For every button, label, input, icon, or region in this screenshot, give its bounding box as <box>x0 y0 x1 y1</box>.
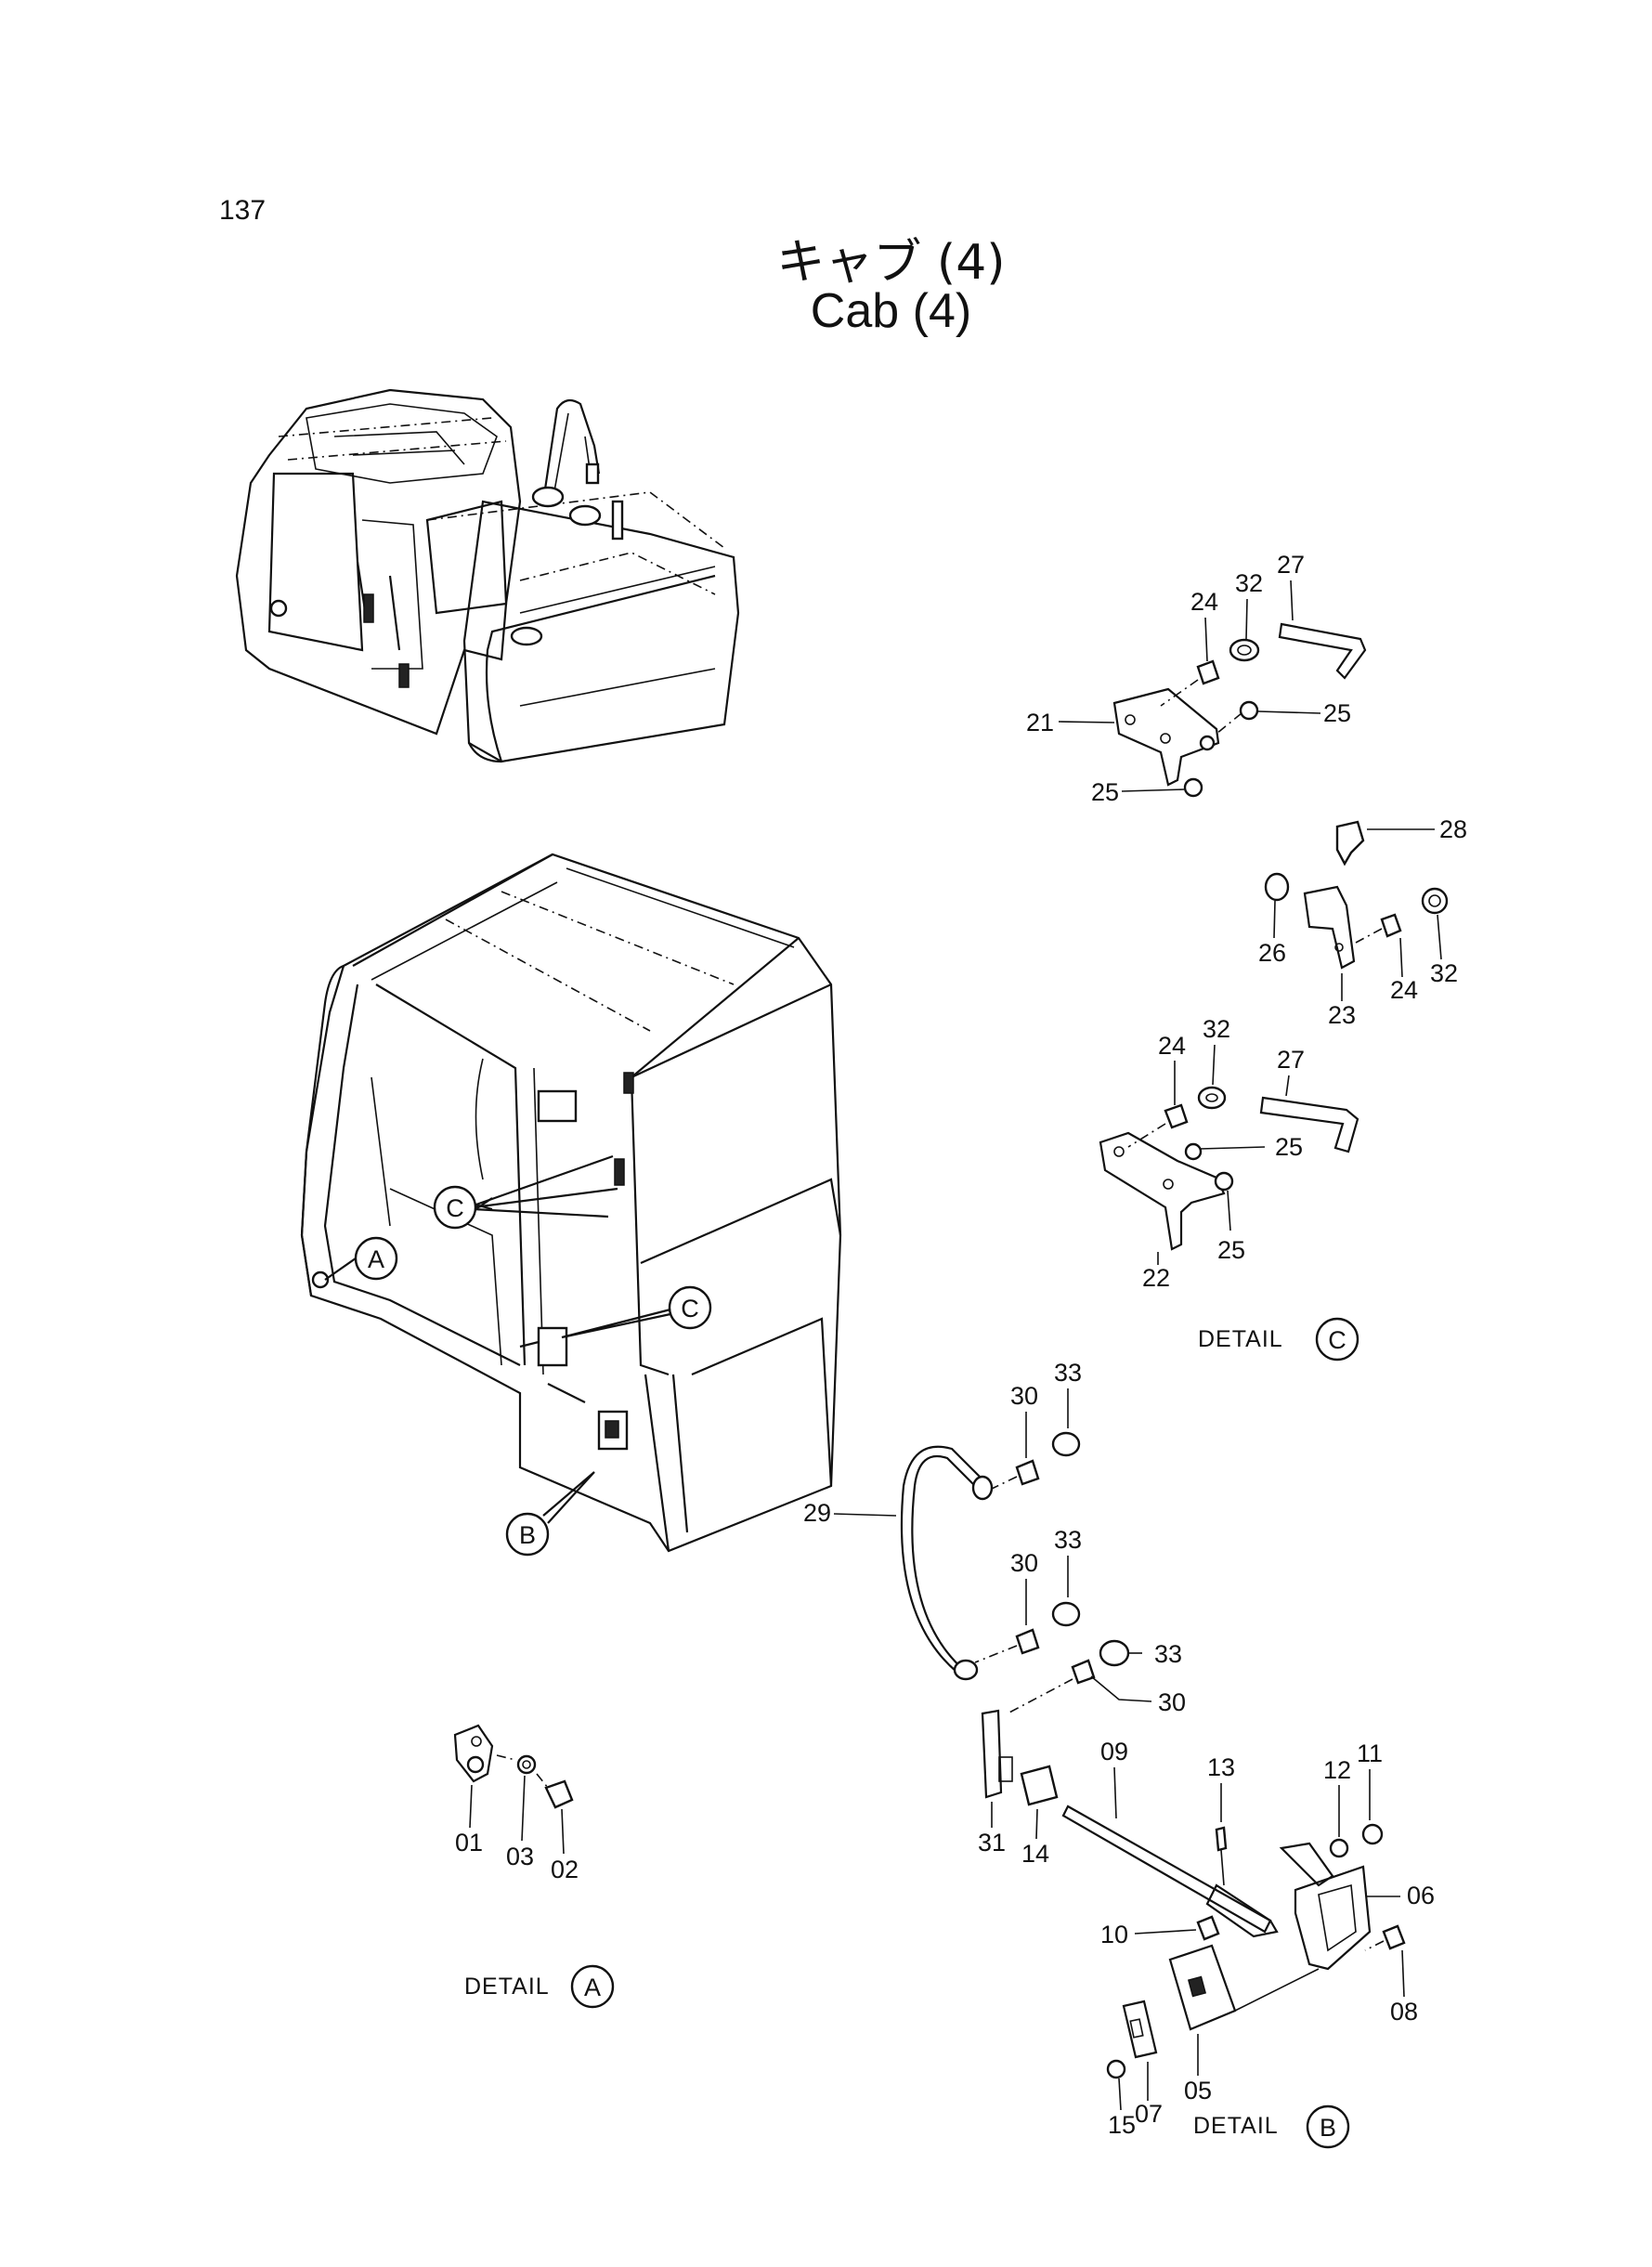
part-label-24: 24 <box>1190 588 1218 616</box>
part-label-24-c2: 24 <box>1390 976 1418 1004</box>
part-label-31: 31 <box>978 1829 1006 1857</box>
detail-a-group: 01 03 02 <box>453 1724 579 1883</box>
part-label-25-a: 25 <box>1323 699 1351 727</box>
part-label-24-c3: 24 <box>1158 1032 1186 1060</box>
part-label-09: 09 <box>1100 1738 1128 1765</box>
detail-b-label: DETAIL B <box>1193 2104 1350 2149</box>
part-label-32-c2: 32 <box>1430 959 1458 987</box>
callout-b <box>505 1512 550 1557</box>
part-label-29: 29 <box>803 1499 831 1527</box>
part-label-12: 12 <box>1323 1756 1351 1784</box>
part-label-02: 02 <box>551 1856 579 1883</box>
part-label-22: 22 <box>1142 1264 1170 1292</box>
detail-c-group-3: 24 32 27 22 25 25 <box>1099 1015 1359 1292</box>
part-label-27-c3: 27 <box>1277 1046 1305 1074</box>
part-label-23: 23 <box>1328 1001 1356 1029</box>
title-japanese: キャブ (4) <box>776 235 1006 291</box>
detail-a-text: DETAIL <box>464 1974 550 2000</box>
detail-c-label: DETAIL C <box>1198 1317 1359 1362</box>
part-label-03: 03 <box>506 1843 534 1870</box>
part-label-08: 08 <box>1390 1998 1418 2026</box>
part-label-05: 05 <box>1184 2077 1212 2104</box>
detail-b-letter: B <box>1320 2114 1336 2142</box>
callout-a <box>354 1236 398 1281</box>
part-label-14: 14 <box>1021 1840 1049 1868</box>
part-label-01: 01 <box>455 1829 483 1857</box>
cab-illustration <box>300 853 842 1553</box>
part-label-32: 32 <box>1235 569 1263 597</box>
part-label-10: 10 <box>1100 1921 1128 1948</box>
part-label-32-c3: 32 <box>1203 1015 1230 1043</box>
title-english: Cab (4) <box>810 284 972 338</box>
detail-c-text: DETAIL <box>1198 1326 1283 1352</box>
detail-c-letter: C <box>1328 1326 1346 1354</box>
part-label-33-a: 33 <box>1054 1359 1082 1387</box>
part-label-07: 07 <box>1135 2100 1163 2128</box>
detail-c-group-2: 28 26 23 24 32 <box>1258 815 1467 1029</box>
part-label-26: 26 <box>1258 939 1286 967</box>
callout-a-letter: A <box>368 1245 384 1273</box>
callout-c-top <box>433 1185 477 1230</box>
part-label-30-a: 30 <box>1010 1382 1038 1410</box>
detail-b-group: 29 30 33 30 33 33 30 <box>803 1359 1435 2139</box>
part-label-15: 15 <box>1108 2111 1136 2139</box>
detail-a-letter: A <box>584 1974 601 2001</box>
detail-b-text: DETAIL <box>1193 2113 1279 2139</box>
cab-callouts: C A C B <box>324 1154 712 1557</box>
part-label-13: 13 <box>1207 1753 1235 1781</box>
page-number: 137 <box>219 195 267 226</box>
part-label-11: 11 <box>1357 1739 1383 1767</box>
machine-overview-illustration <box>235 388 740 763</box>
part-label-33-b: 33 <box>1054 1526 1082 1554</box>
callout-c-mid <box>668 1285 712 1330</box>
callout-c-mid-letter: C <box>681 1295 699 1322</box>
part-label-27: 27 <box>1277 551 1305 579</box>
part-label-21: 21 <box>1026 709 1054 736</box>
callout-b-letter: B <box>519 1521 536 1549</box>
detail-c-group-1: 27 32 24 21 25 25 <box>1026 551 1367 806</box>
part-label-30-c: 30 <box>1158 1688 1186 1716</box>
part-label-30-b: 30 <box>1010 1549 1038 1577</box>
part-label-33-c: 33 <box>1154 1640 1182 1668</box>
part-label-25-b: 25 <box>1091 778 1119 806</box>
callout-c-top-letter: C <box>446 1194 464 1222</box>
part-label-25-c3a: 25 <box>1275 1133 1303 1161</box>
part-label-25-c3b: 25 <box>1217 1236 1245 1264</box>
part-label-28: 28 <box>1439 815 1467 843</box>
detail-a-label: DETAIL A <box>464 1964 615 2009</box>
part-label-06: 06 <box>1407 1882 1435 1909</box>
